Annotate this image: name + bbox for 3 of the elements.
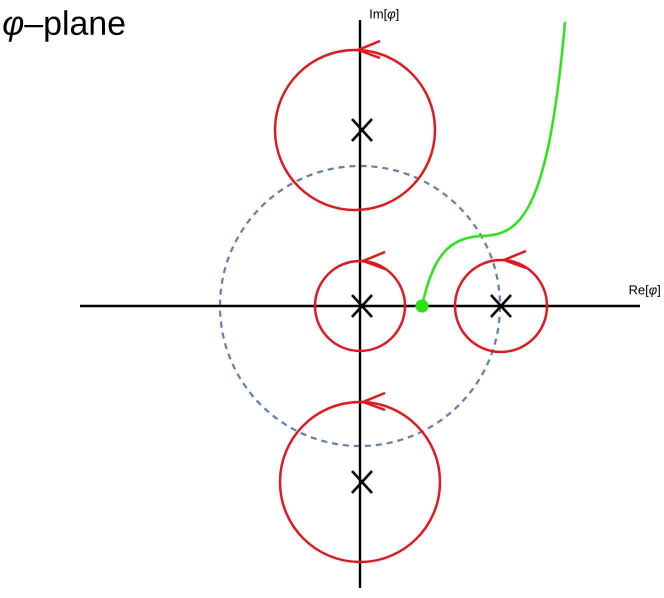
title: φ–plane <box>3 10 124 42</box>
axis-label: Re[φ] <box>630 284 660 298</box>
axis-label: Im[φ] <box>370 8 398 22</box>
